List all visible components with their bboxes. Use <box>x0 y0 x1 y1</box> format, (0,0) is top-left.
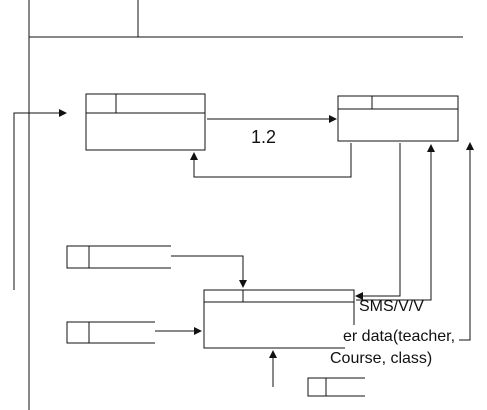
process-box-3[interactable] <box>203 289 355 349</box>
process-box-2[interactable] <box>337 95 459 142</box>
process-box-1[interactable] <box>85 93 206 151</box>
outer-frame <box>28 0 463 410</box>
flow-label-master-data-line1: er data(teacher, <box>343 328 455 345</box>
data-store-2[interactable] <box>66 321 155 344</box>
flow-store1-arrow <box>171 255 247 288</box>
label-backdrop <box>345 325 459 369</box>
flow-label-master-data-line2: Course, class) <box>330 350 432 367</box>
flow-p3-up-arrow-1 <box>356 144 435 301</box>
flow-label-sms: SMS/V/V <box>359 298 424 315</box>
data-store-1[interactable] <box>66 245 171 269</box>
data-store-3[interactable] <box>307 377 365 397</box>
flow-return-arrow <box>190 143 352 178</box>
flow-p2-down-arrow <box>355 143 401 300</box>
flow-entry-arrow <box>13 109 67 290</box>
flow-label-1-2: 1.2 <box>251 127 276 147</box>
